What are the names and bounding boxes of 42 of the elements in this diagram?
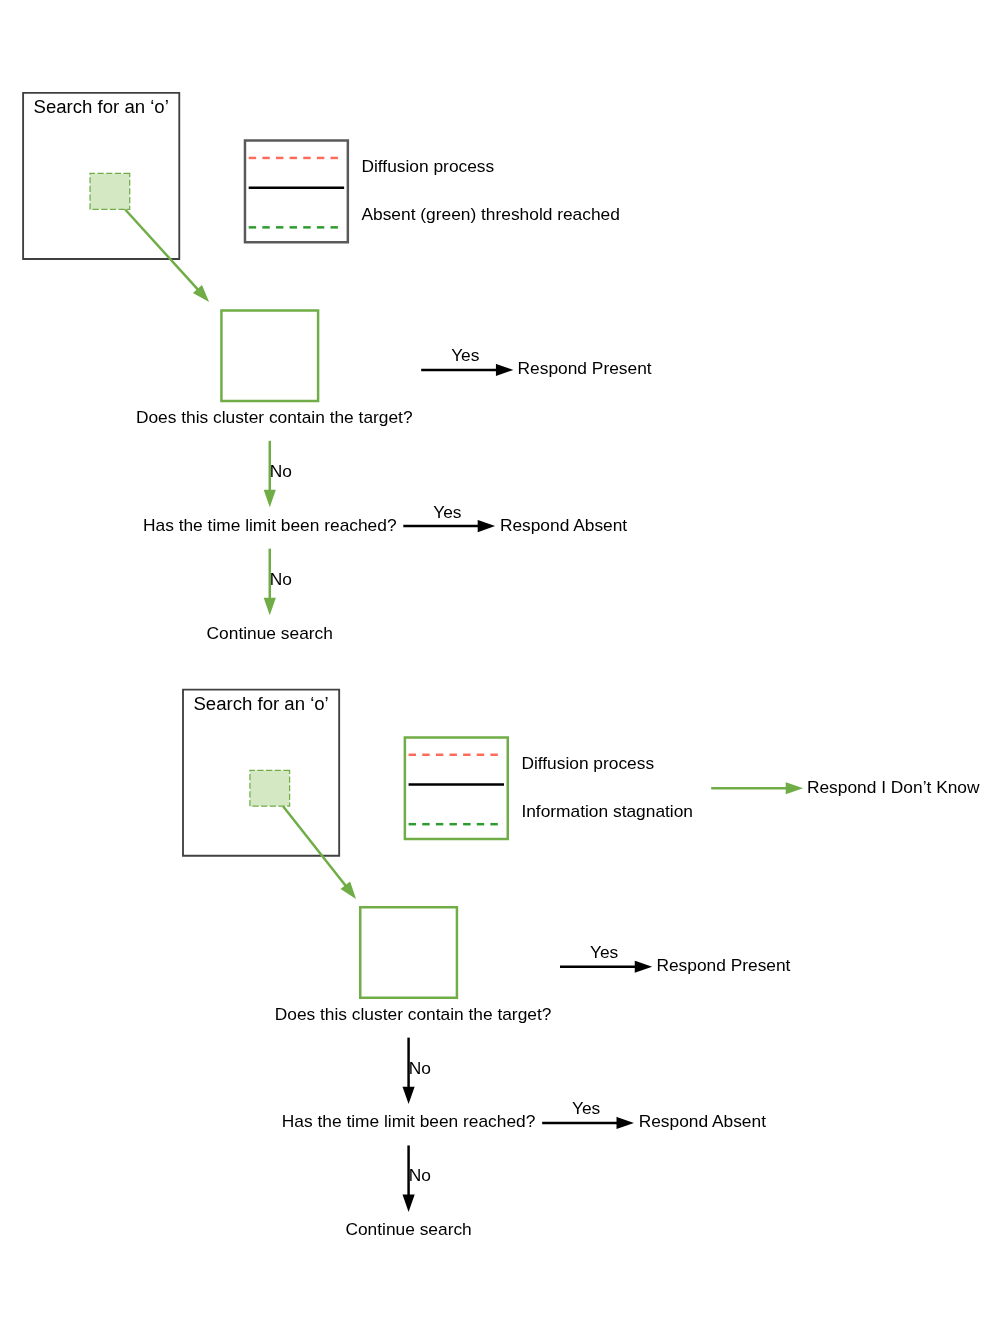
node-box xyxy=(359,906,459,999)
node-text: Respond Present xyxy=(517,358,652,379)
cluster: Search for an ‘o’ xyxy=(22,91,181,260)
node-box xyxy=(243,139,350,244)
node-text: Has the time limit been reached? xyxy=(142,514,397,535)
arrow xyxy=(263,548,276,616)
node-text: Has the time limit been reached? xyxy=(281,1111,536,1132)
arrow xyxy=(421,363,514,376)
edge-label: Yes xyxy=(589,942,619,963)
arrow xyxy=(542,1116,634,1129)
node-text: Continue search xyxy=(345,1219,472,1240)
node-label: Absent (green) threshold reached xyxy=(361,204,620,225)
node-box xyxy=(220,309,320,403)
edge-label: Yes xyxy=(572,1098,601,1119)
arrow xyxy=(282,805,357,899)
edge-label: No xyxy=(408,1057,431,1078)
arrow xyxy=(560,960,653,973)
arrow xyxy=(402,1145,415,1212)
edge-label: Yes xyxy=(433,501,462,522)
edge-label: No xyxy=(408,1165,431,1186)
cluster: Search for an ‘o’ xyxy=(182,688,341,857)
node-label: Does this cluster contain the target? xyxy=(274,1004,552,1025)
node-label: Information stagnation xyxy=(521,800,694,821)
node-label: Does this cluster contain the target? xyxy=(135,407,413,428)
arrow xyxy=(711,782,804,795)
arrow xyxy=(403,520,496,533)
node-box xyxy=(89,172,131,210)
node-text: Continue search xyxy=(206,622,333,643)
node-box xyxy=(403,736,509,841)
edge-label: Yes xyxy=(451,345,480,366)
node-label: Diffusion process xyxy=(361,155,495,176)
node-label: Diffusion process xyxy=(521,752,655,773)
edge-label: No xyxy=(269,568,293,589)
node-text: Respond I Don’t Know xyxy=(806,776,980,797)
node-box xyxy=(249,769,291,807)
arrow xyxy=(402,1037,415,1104)
edge-label: No xyxy=(269,460,293,481)
node-text: Respond Present xyxy=(656,955,791,976)
arrow xyxy=(263,440,276,508)
arrow xyxy=(124,208,210,302)
node-text: Respond Absent xyxy=(638,1111,766,1132)
node-text: Respond Absent xyxy=(499,514,628,535)
